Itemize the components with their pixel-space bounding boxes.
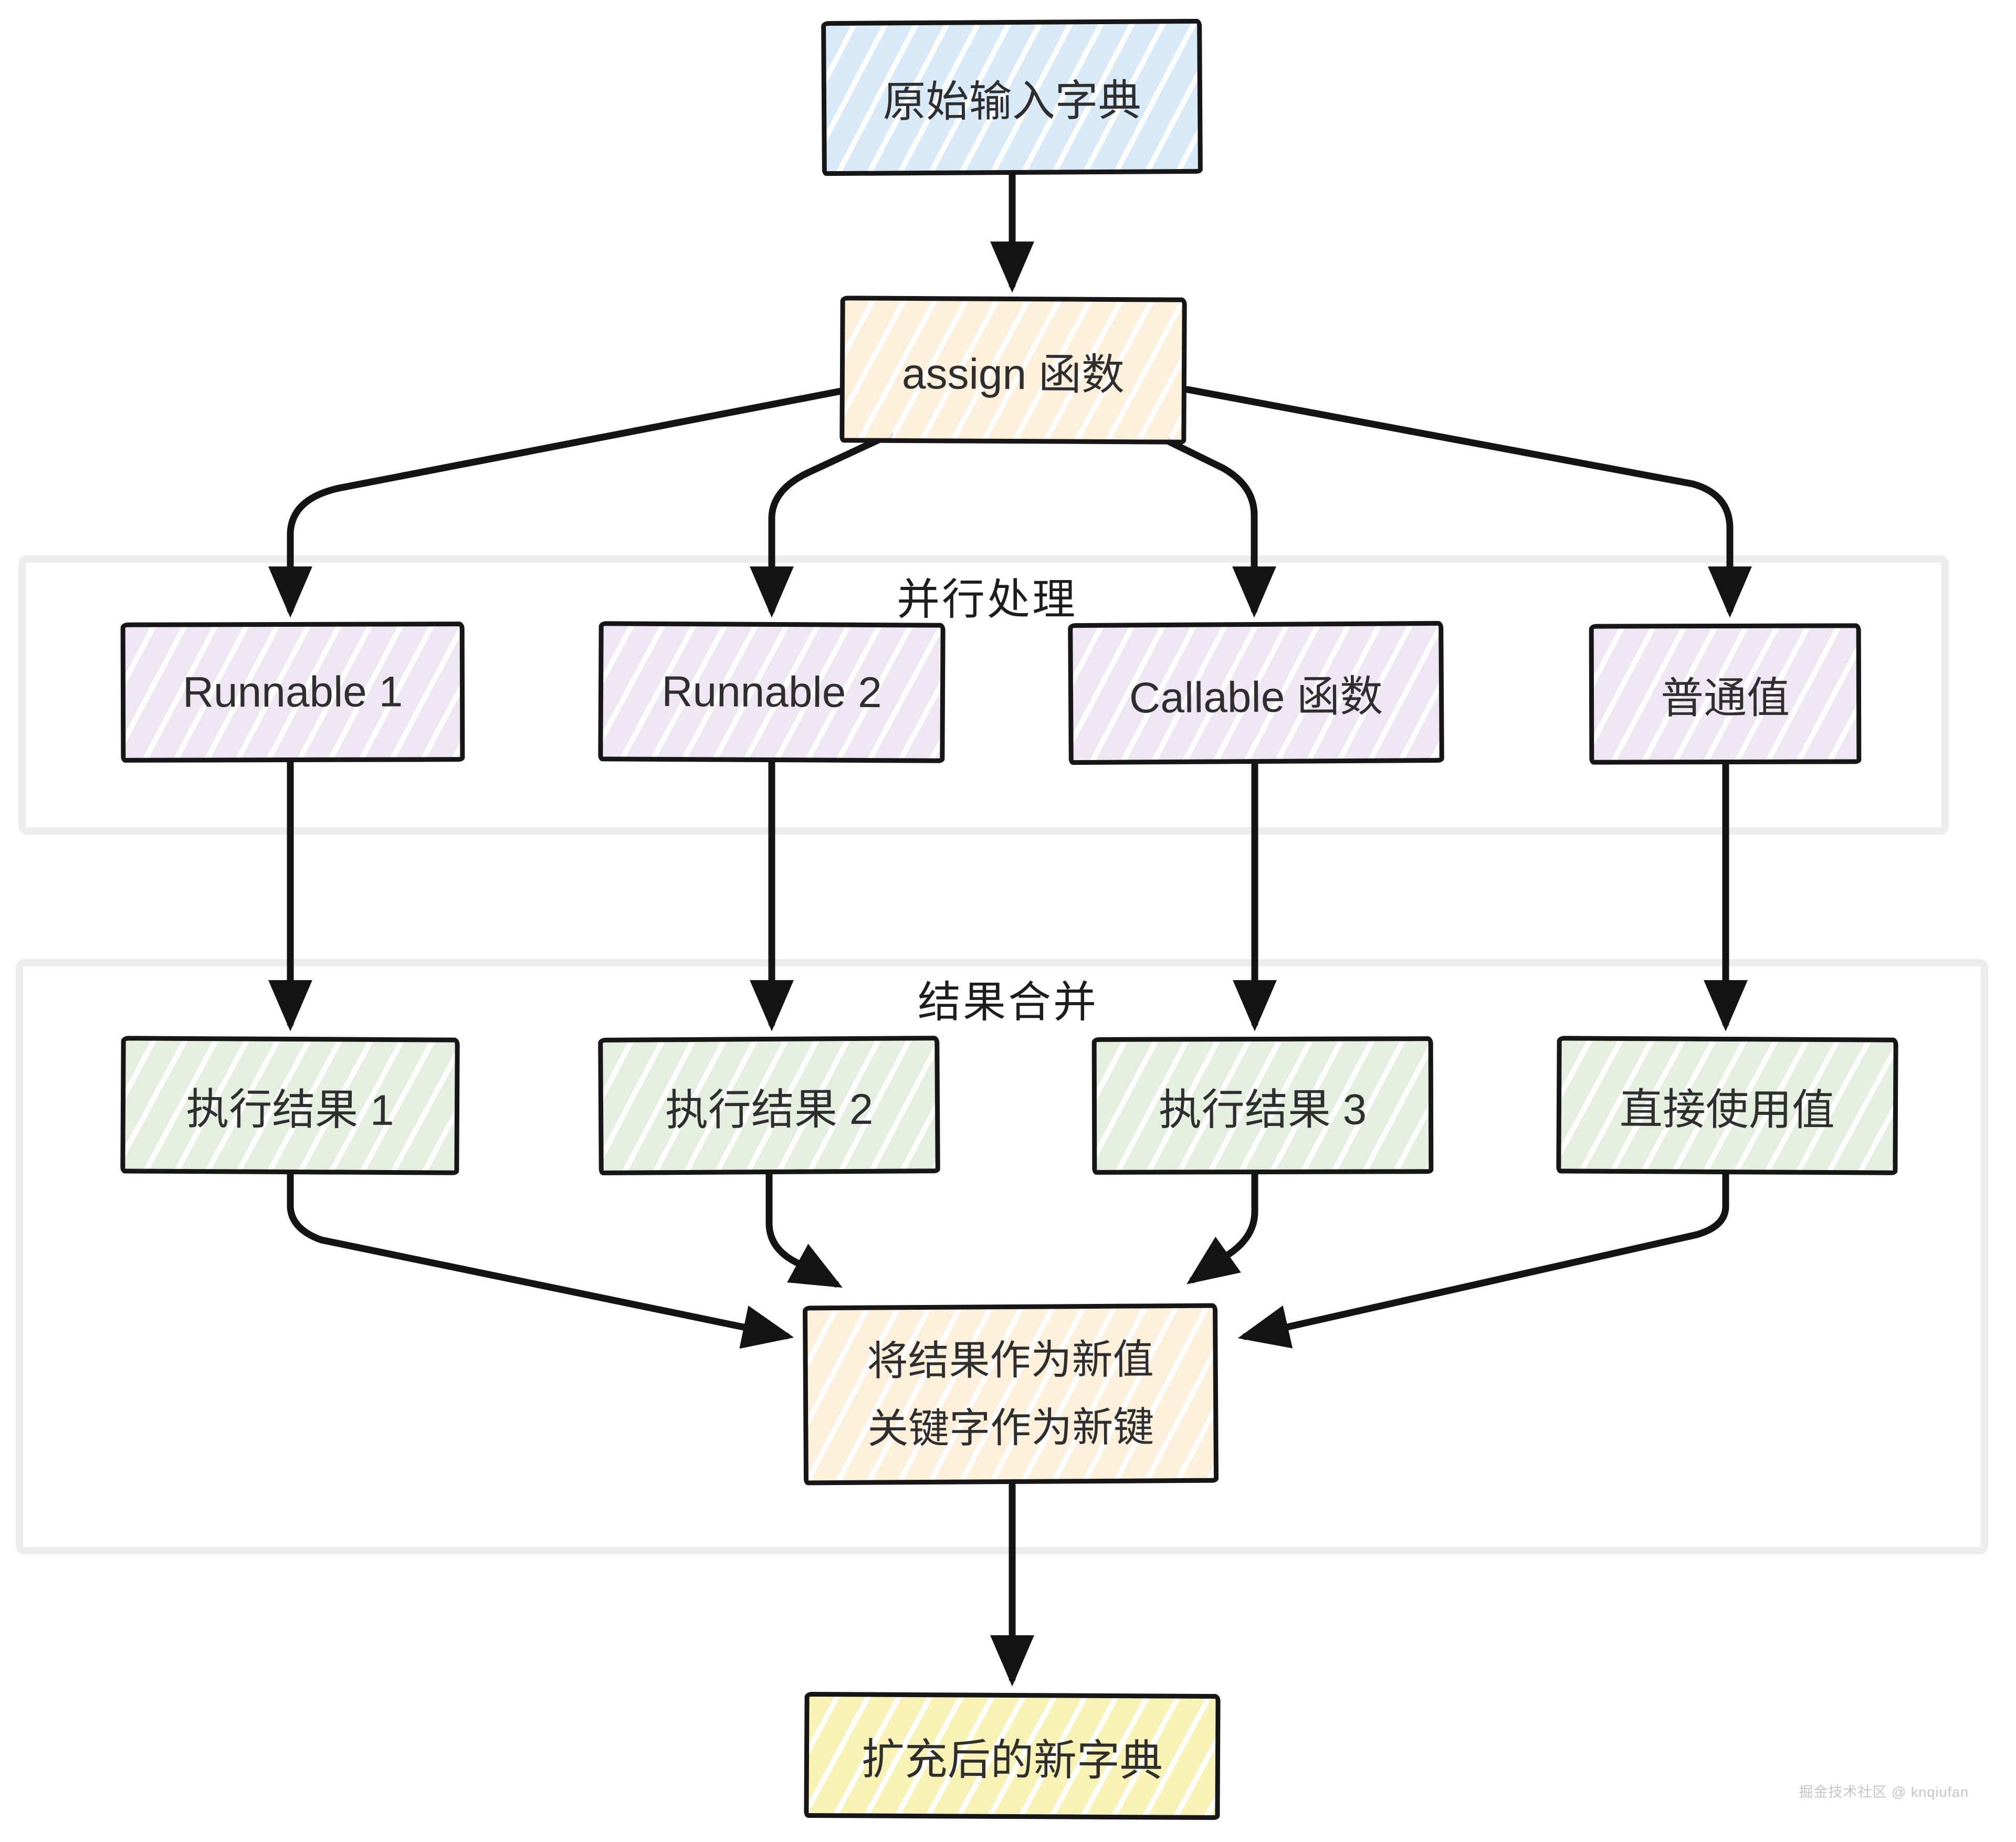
node-plain-value: 普通值 xyxy=(1589,623,1862,765)
node-result1-label: 执行结果 1 xyxy=(186,1085,394,1134)
group-parallel-label: 并行处理 xyxy=(896,576,1078,624)
node-runnable2: Runnable 2 xyxy=(598,621,946,763)
edge-result2-to-merge xyxy=(765,1171,843,1288)
edge-direct-to-merge xyxy=(1237,1171,1729,1349)
watermark-text: 掘金技术社区 @ knqiufan xyxy=(1799,1784,1969,1800)
node-result3-label: 执行结果 3 xyxy=(1158,1085,1367,1134)
group-merging-label: 结果合并 xyxy=(917,978,1099,1026)
node-result3: 执行结果 3 xyxy=(1091,1036,1434,1175)
edge-result1-to-merge xyxy=(287,1171,794,1349)
node-plain-value-label: 普通值 xyxy=(1660,674,1790,722)
node-assign-function-label: assign 函数 xyxy=(901,350,1125,399)
node-input-dict: 原始输入字典 xyxy=(821,18,1203,176)
node-merge-results-line2: 关键字作为新键 xyxy=(867,1404,1154,1452)
node-runnable1-label: Runnable 1 xyxy=(182,667,403,717)
edge-result3-to-merge xyxy=(1186,1171,1258,1285)
edge-assign-to-runnable2 xyxy=(750,431,894,618)
node-result1: 执行结果 1 xyxy=(120,1036,460,1175)
node-input-dict-label: 原始输入字典 xyxy=(883,77,1141,127)
node-callable-function-label: Callable 函数 xyxy=(1129,672,1383,722)
node-merge-results: 将结果作为新值 关键字作为新键 xyxy=(802,1303,1219,1486)
edge-assign-to-callable xyxy=(1156,433,1276,618)
node-assign-function: assign 函数 xyxy=(839,296,1187,445)
node-output-dict-label: 扩充后的新字典 xyxy=(861,1735,1163,1785)
node-result2: 执行结果 2 xyxy=(598,1036,940,1175)
edge-assign-to-runnable1 xyxy=(268,387,845,618)
node-direct-value-label: 直接使用值 xyxy=(1619,1085,1835,1134)
edge-assign-to-plain xyxy=(1184,386,1752,618)
node-result2-label: 执行结果 2 xyxy=(665,1085,874,1134)
node-callable-function: Callable 函数 xyxy=(1068,620,1444,765)
group-parallel-processing xyxy=(18,555,1949,835)
node-merge-results-line1: 将结果作为新值 xyxy=(867,1336,1154,1384)
node-runnable1: Runnable 1 xyxy=(120,622,465,763)
group-result-merging xyxy=(16,959,1988,1554)
node-direct-value: 直接使用值 xyxy=(1556,1036,1898,1175)
node-output-dict: 扩充后的新字典 xyxy=(804,1691,1221,1820)
node-runnable2-label: Runnable 2 xyxy=(662,667,882,717)
